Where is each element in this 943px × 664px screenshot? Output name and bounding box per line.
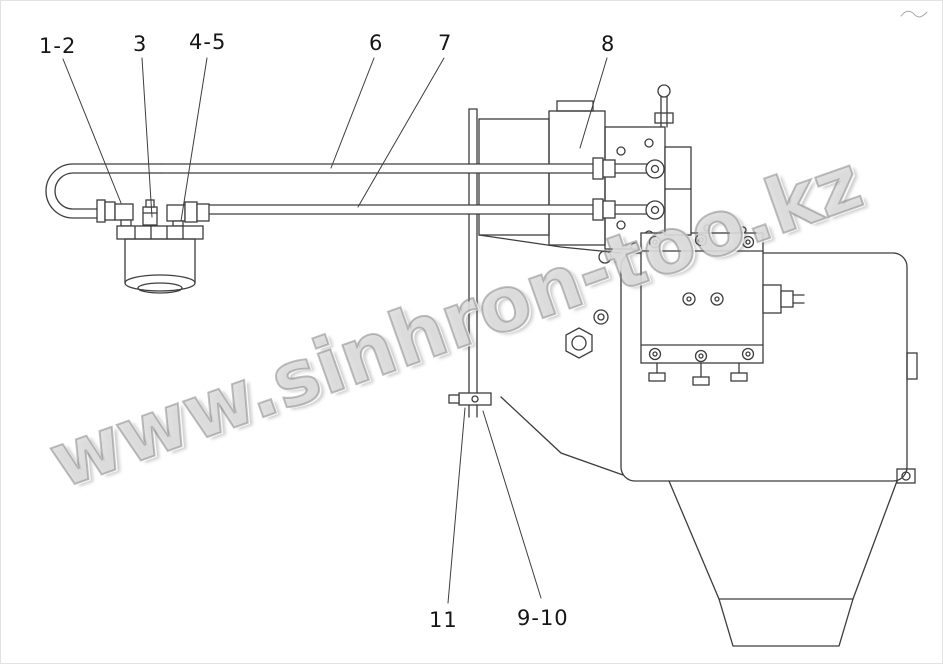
callout-label-8: 8 <box>601 32 616 56</box>
oil-filter <box>116 225 204 294</box>
pipe-clamp <box>448 392 492 418</box>
filter-valve <box>142 199 158 226</box>
leader-lines <box>62 57 608 604</box>
oil-pan <box>668 480 898 647</box>
callout-label-3: 3 <box>133 32 148 56</box>
callout-label-9-10: 9-10 <box>517 606 569 630</box>
hose-manifold <box>664 146 692 236</box>
filter-inlet-fitting <box>96 199 134 227</box>
callout-label-11: 11 <box>429 608 458 632</box>
breather <box>654 84 674 128</box>
callout-label-1-2: 1-2 <box>39 34 77 58</box>
valve-block <box>640 224 805 386</box>
mounting-plate <box>468 108 478 394</box>
corner-watermark-fragment <box>900 10 928 18</box>
callout-label-7: 7 <box>438 31 453 55</box>
filter-outlet-fitting <box>166 201 210 227</box>
hose-upper <box>45 157 665 219</box>
callout-label-6: 6 <box>369 31 384 55</box>
hose-lower <box>208 198 665 221</box>
callout-label-4-5: 4-5 <box>189 30 227 54</box>
